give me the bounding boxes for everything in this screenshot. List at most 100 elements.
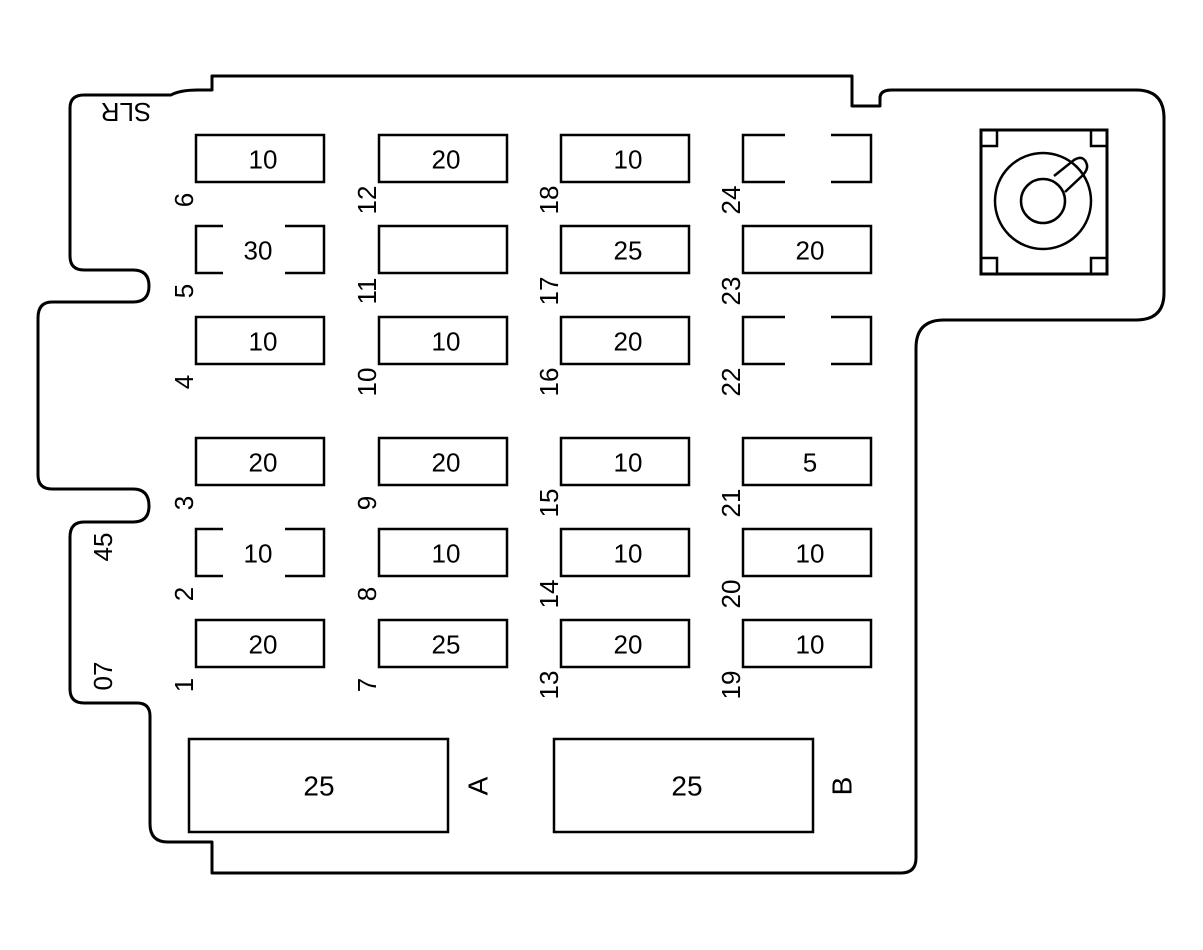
fuse-24-position: 24: [716, 186, 746, 215]
fuse-slot-17: 25 17: [534, 224, 691, 306]
fuse-8-body: [377, 527, 509, 578]
fuse-4-rating: 10: [249, 327, 278, 357]
fuse-slot-6: 10 6: [169, 133, 326, 207]
fuse-20-position: 20: [716, 580, 746, 609]
fuse-15-position: 15: [534, 489, 564, 518]
relay-pointer: [1053, 156, 1089, 193]
fuse-11-body: [377, 224, 509, 275]
relay-corner-tr: [1089, 128, 1109, 148]
fuse-22-position: 22: [716, 368, 746, 397]
relay-corner-bl: [979, 256, 999, 276]
fuse-24-gap-top: [785, 132, 831, 138]
fuse-23-body: [741, 224, 873, 275]
fuse-24-gap-bottom: [785, 179, 831, 185]
fuse-18-position: 18: [534, 186, 564, 215]
fuse-slot-3: 203: [169, 436, 326, 510]
fuse-10-position: 10: [352, 368, 382, 397]
maxi-fuse-b-body: [552, 737, 815, 834]
fuse-13-body: [559, 618, 691, 669]
maxi-fuse-b: 25 B: [552, 737, 858, 834]
fuse-1-body: [194, 618, 326, 669]
fuse-3-position: 3: [169, 496, 199, 510]
fuse-slot-15: 10 15: [534, 436, 691, 518]
fuse-9-position: 9: [352, 496, 382, 510]
fuse-slot-24: 24: [716, 132, 873, 215]
fuse-slot-4: 104: [169, 315, 326, 389]
fuse-6-position: 6: [169, 193, 199, 207]
fuse-13-position: 13: [534, 671, 564, 700]
fuse-18-body: [559, 133, 691, 184]
fuse-19-rating: 10: [796, 630, 825, 660]
fuse-20-body: [741, 527, 873, 578]
fuse-14-position: 14: [534, 580, 564, 609]
fuse-slot-11: 11: [352, 224, 509, 305]
fuse-9-rating: 20: [432, 448, 461, 478]
fuse-slot-7: 257: [352, 618, 509, 692]
fuse-slot-8: 10 8: [352, 527, 509, 601]
fuse-7-body: [377, 618, 509, 669]
fuse-2-body: [194, 527, 326, 578]
fuse-5-rating: 30: [244, 236, 273, 266]
maxi-fuse-b-rating: 25: [671, 771, 702, 802]
fuse-slot-10: 10 10: [352, 315, 509, 397]
fuse-15-body: [559, 436, 691, 487]
fuse-3-body: [194, 436, 326, 487]
fuse-slot-21: 5 21: [716, 436, 873, 518]
fuse-17-rating: 25: [614, 236, 643, 266]
fuse-12-body: [377, 133, 509, 184]
fuse-9-body: [377, 436, 509, 487]
fuse-5-body: [194, 224, 326, 275]
fuse-17-position: 17: [534, 277, 564, 306]
fuse-16-rating: 20: [614, 327, 643, 357]
maxi-fuse-a-rating: 25: [303, 771, 334, 802]
fuse-1-position: 1: [169, 678, 199, 692]
fuse-13-rating: 20: [614, 630, 643, 660]
fuse-14-body: [559, 527, 691, 578]
fuse-6-rating: 10: [249, 145, 278, 175]
fuse-14-rating: 10: [614, 539, 643, 569]
fuse-slot-20: 10 20: [716, 527, 873, 609]
fuse-12-rating: 20: [432, 145, 461, 175]
fuse-17-body: [559, 224, 691, 275]
fuse-21-position: 21: [716, 489, 746, 518]
fuse-6-body: [194, 133, 326, 184]
fuse-slot-2: 102: [169, 526, 326, 601]
maxi-fuse-b-position: B: [827, 777, 858, 796]
fuse-15-rating: 10: [614, 448, 643, 478]
fuse-21-rating: 5: [803, 448, 817, 478]
fuse-5-position: 5: [169, 284, 199, 298]
marking-07: 07: [88, 662, 118, 691]
fuse-4-body: [194, 315, 326, 366]
fuse-slot-19: 10 19: [716, 618, 873, 700]
fuse-8-position: 8: [352, 587, 382, 601]
fuse-block-outline: [36, 74, 1166, 875]
relay-icon: [979, 128, 1109, 276]
fuse-8-rating: 10: [432, 539, 461, 569]
marking-slr: SLR: [101, 97, 152, 127]
fuse-23-rating: 20: [796, 236, 825, 266]
fuse-24-body: [741, 133, 873, 184]
fuse-11-position: 11: [352, 278, 382, 305]
fuse-10-rating: 10: [432, 327, 461, 357]
fuse-19-position: 19: [716, 671, 746, 700]
fuse-12-position: 12: [352, 186, 382, 215]
fuse-20-rating: 10: [796, 539, 825, 569]
marking-45: 45: [88, 533, 118, 562]
fuse-slot-22: 22: [716, 314, 873, 397]
fuse-22-gap-bottom: [785, 361, 831, 367]
fuse-19-body: [741, 618, 873, 669]
relay-corner-tl: [979, 128, 999, 148]
maxi-fuse-a-body: [187, 737, 450, 834]
relay-dial-outer: [993, 151, 1093, 251]
maxi-fuse-a: 25 A: [187, 737, 494, 834]
maxi-fuse-a-position: A: [463, 776, 494, 795]
relay-corner-br: [1089, 256, 1109, 276]
relay-dial-inner: [1019, 177, 1067, 225]
fuse-22-body: [741, 315, 873, 366]
